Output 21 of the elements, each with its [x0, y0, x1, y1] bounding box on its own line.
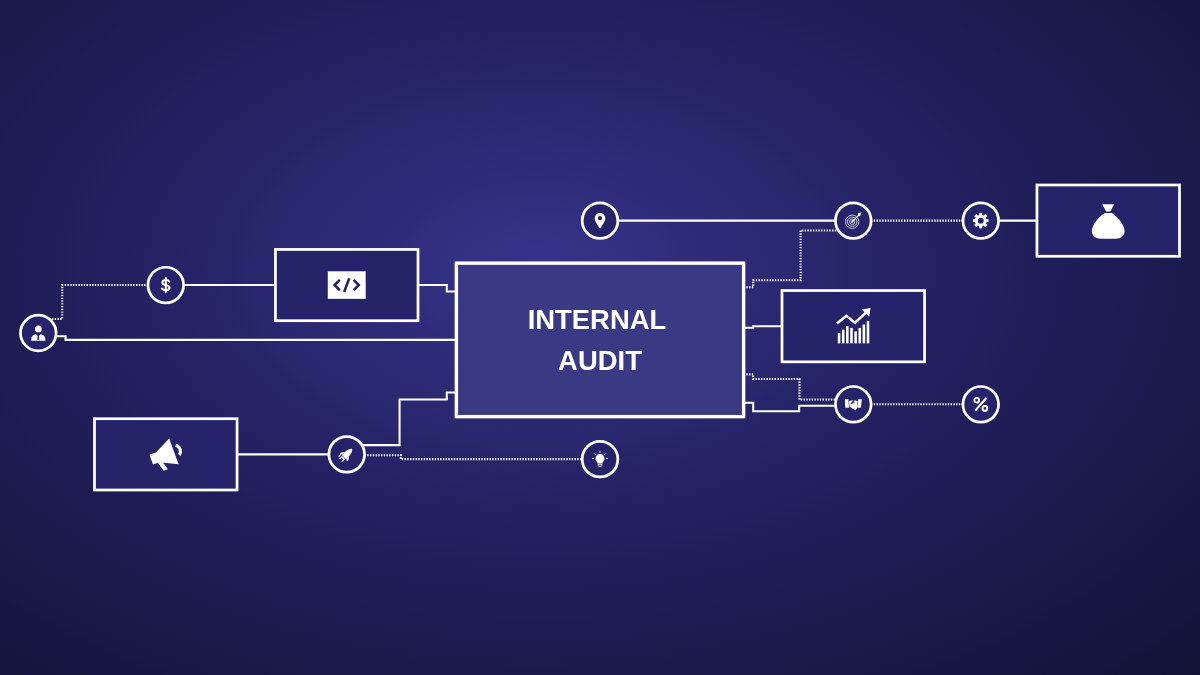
node-circle	[580, 439, 620, 479]
node-box	[1035, 183, 1181, 258]
connector	[49, 284, 148, 320]
node-circle	[834, 201, 873, 240]
connector	[871, 219, 963, 222]
node-circle	[961, 385, 1000, 424]
connector	[998, 219, 1037, 222]
node-circle	[834, 385, 873, 424]
node-circle	[961, 201, 1000, 240]
connector	[237, 453, 329, 456]
connector	[183, 284, 276, 287]
node-box	[780, 289, 926, 364]
node-circle	[19, 313, 58, 353]
node-box	[274, 248, 420, 323]
node-box	[93, 417, 239, 492]
node-circle	[327, 435, 366, 474]
node-circle	[580, 201, 620, 240]
node-circle	[146, 265, 185, 305]
node-box: INTERNAL AUDIT	[454, 261, 746, 419]
connector	[617, 219, 836, 222]
connector	[871, 403, 963, 406]
